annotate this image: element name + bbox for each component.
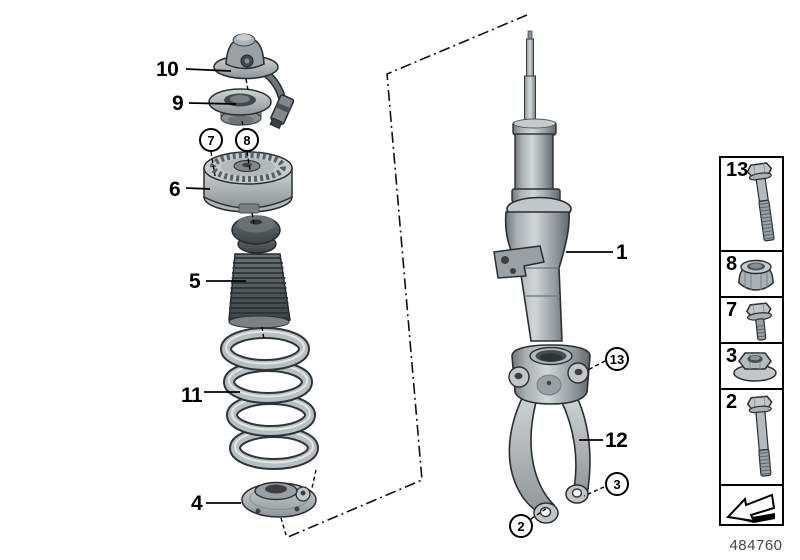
callout-12[interactable]: 12 xyxy=(605,429,628,452)
legend-label: 8 xyxy=(726,253,738,275)
circled-callout-13[interactable]: 13 xyxy=(605,347,629,371)
legend-item-7[interactable]: 7 xyxy=(719,296,784,344)
circled-callout-7[interactable]: 7 xyxy=(199,128,223,152)
callout-9[interactable]: 9 xyxy=(172,92,184,115)
lower-spring-pad-illustration xyxy=(241,481,317,518)
hex-bolt-long-icon xyxy=(746,395,773,477)
legend-item-2[interactable]: 2 xyxy=(719,388,784,486)
legend-direction-box xyxy=(719,484,784,526)
legend-item-13[interactable]: 13 xyxy=(719,156,784,252)
fastener-legend: 13 8 xyxy=(719,156,784,526)
collar-nut-icon xyxy=(738,259,774,291)
coil-spring-illustration xyxy=(220,327,319,470)
doc-number: 484760 xyxy=(729,537,783,554)
circled-callout-3[interactable]: 3 xyxy=(605,472,629,496)
direction-of-travel-arrow-icon xyxy=(725,493,776,523)
top-mount-cover-illustration xyxy=(213,33,295,130)
support-bearing-illustration xyxy=(208,88,272,126)
legend-item-8[interactable]: 8 xyxy=(719,250,784,298)
hex-bolt-long-icon xyxy=(746,162,775,242)
strut-cartridge-illustration xyxy=(493,30,572,342)
callout-6[interactable]: 6 xyxy=(169,178,181,201)
legend-label: 2 xyxy=(726,391,738,413)
flange-nut-icon xyxy=(733,352,777,382)
legend-label: 3 xyxy=(726,345,738,367)
circled-callout-8[interactable]: 8 xyxy=(235,128,259,152)
legend-item-3[interactable]: 3 xyxy=(719,342,784,390)
callout-10[interactable]: 10 xyxy=(156,58,179,81)
additional-damper-illustration xyxy=(228,215,291,329)
callout-11[interactable]: 11 xyxy=(181,384,203,407)
leader-lines xyxy=(185,68,613,536)
legend-label: 13 xyxy=(726,159,749,181)
callout-1[interactable]: 1 xyxy=(616,241,628,264)
legend-label: 7 xyxy=(726,299,738,321)
hex-bolt-short-icon xyxy=(745,302,773,341)
spring-strut-fork-illustration xyxy=(508,344,591,524)
assembly-frame-line xyxy=(287,14,528,538)
callout-4[interactable]: 4 xyxy=(191,492,203,515)
callout-5[interactable]: 5 xyxy=(189,270,201,293)
circled-callout-2[interactable]: 2 xyxy=(509,514,533,538)
